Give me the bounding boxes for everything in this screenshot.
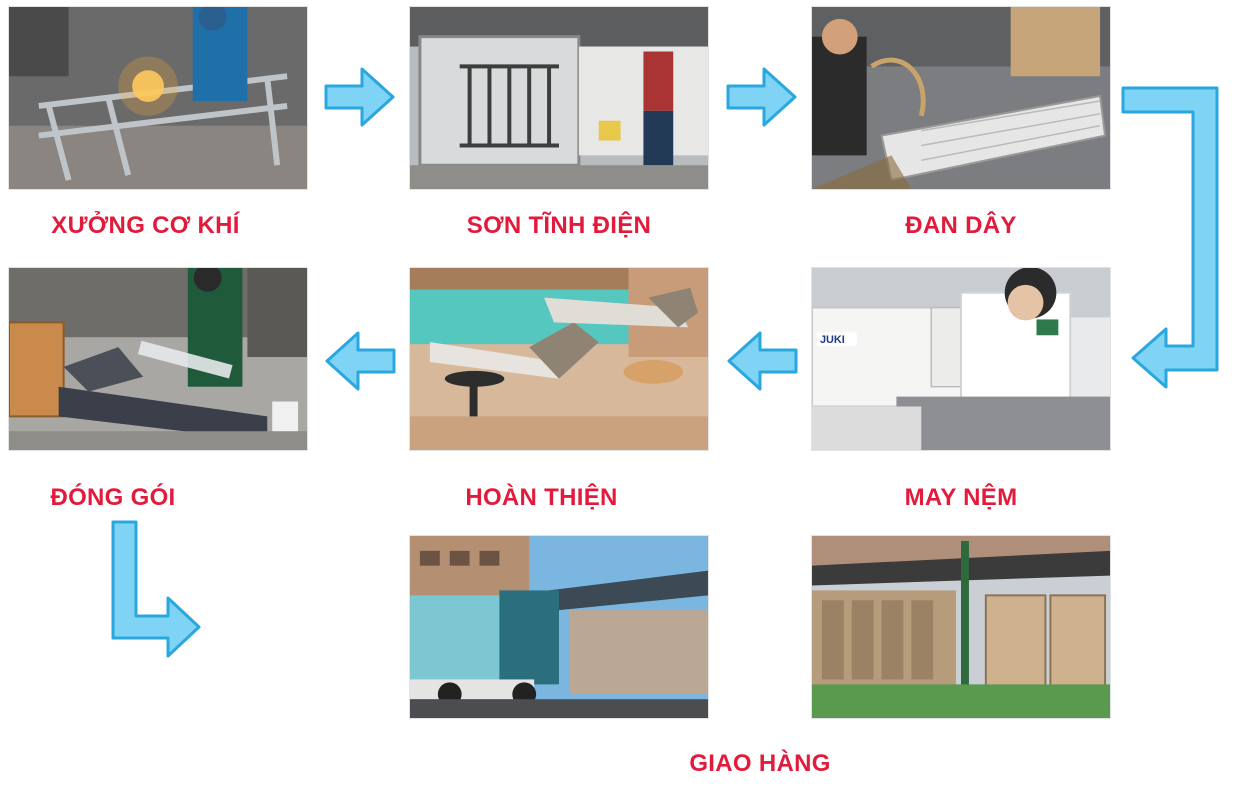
packaging-wrap-photo [8, 267, 308, 451]
arrow-left-1-icon [726, 330, 798, 392]
step-label-may-nem: MAY NỆM [904, 484, 1018, 511]
finished-poolside-loungers-photo [409, 267, 709, 451]
step-label-dong-goi: ĐÓNG GÓI [50, 484, 176, 511]
delivery-truck-photo [409, 535, 709, 719]
cushion-sewing-photo: JUKI [811, 267, 1111, 451]
step-label-giao-hang: GIAO HÀNG [689, 750, 831, 777]
welding-workshop-photo [8, 6, 308, 190]
juki-brand-text: JUKI [820, 334, 845, 346]
arrow-right-2-icon [726, 66, 798, 128]
shipment-pallets-photo [811, 535, 1111, 719]
arrow-down-right-icon [110, 520, 202, 662]
powder-coating-booth-photo [409, 6, 709, 190]
arrow-down-left-icon [1121, 85, 1220, 395]
step-label-son-tinh-dien: SƠN TĨNH ĐIỆN [466, 212, 652, 239]
rope-weaving-photo [811, 6, 1111, 190]
step-label-dan-day: ĐAN DÂY [905, 212, 1017, 239]
arrow-right-1-icon [324, 66, 396, 128]
step-label-co-khi: XƯỞNG CƠ KHÍ [51, 212, 240, 239]
arrow-left-2-icon [324, 330, 396, 392]
step-label-hoan-thien: HOÀN THIỆN [465, 484, 618, 511]
